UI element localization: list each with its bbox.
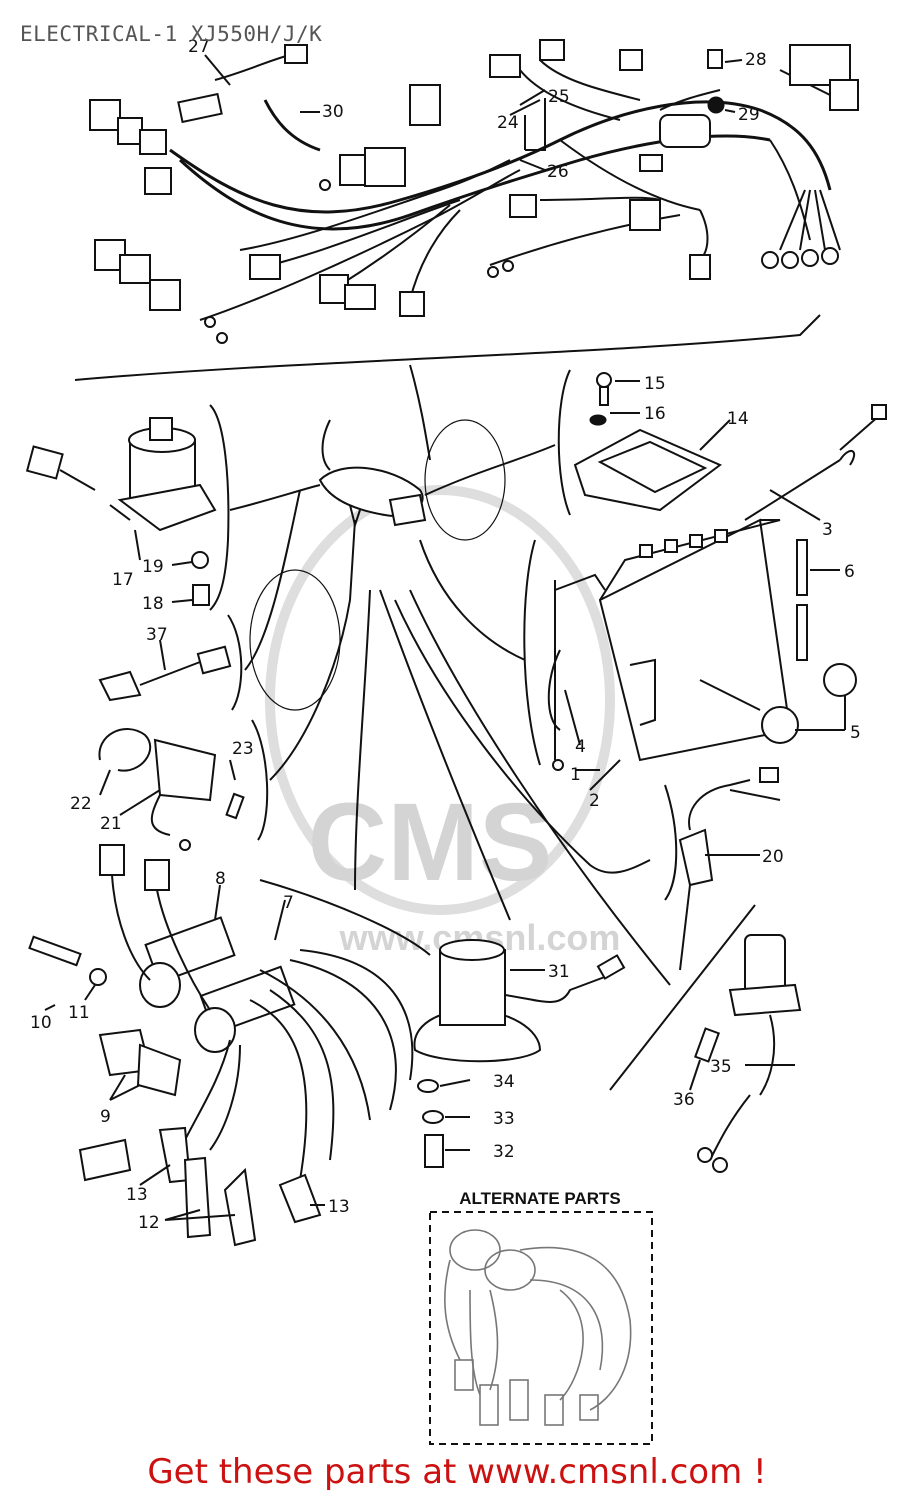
callout-13-left: 13 [126,1185,148,1205]
callout-25: 25 [548,87,570,107]
callout-4: 4 [575,737,586,757]
bracket-17 [209,404,230,611]
page-title: ELECTRICAL-1 XJ550H/J/K [20,22,323,46]
callout-31: 31 [548,962,570,982]
lead-37 [98,645,232,702]
callout-19: 19 [142,557,164,577]
brake-switch-35 [694,934,802,1173]
callout-1: 1 [570,765,581,785]
igniter-unit-14 [573,372,722,512]
bracket-37 [227,614,243,711]
callout-24: 24 [497,113,519,133]
callout-5: 5 [850,723,861,743]
alternate-parts-label: ALTERNATE PARTS [459,1189,621,1208]
harness-bracket [74,314,821,381]
callout-29: 29 [738,105,760,125]
callout-33: 33 [493,1109,515,1129]
callout-34: 34 [493,1072,515,1092]
harness-connectors [89,39,859,344]
watermark-logo-text: CMS [308,781,552,904]
starter-relay-31 [413,939,626,1168]
callout-22: 22 [70,794,92,814]
callout-17: 17 [112,570,134,590]
bracket-21 [251,719,269,841]
handlebar-bundle [229,419,671,986]
sensor-20 [664,767,781,971]
wire-harness [169,54,841,321]
callout-26: 26 [547,162,569,182]
callout-23: 23 [232,739,254,759]
callout-10: 10 [30,1013,52,1033]
callout-9: 9 [100,1107,111,1127]
callout-27: 27 [188,37,210,57]
harness-lead [409,364,431,461]
callout-7: 7 [283,893,294,913]
callout-15: 15 [644,374,666,394]
callout-30: 30 [322,102,344,122]
callout-18: 18 [142,594,164,614]
callout-14: 14 [727,409,749,429]
alternate-parts-panel: ALTERNATE PARTS [429,1189,653,1445]
callout-13-right: 13 [328,1197,350,1217]
callout-6: 6 [844,562,855,582]
callout-3: 3 [822,520,833,540]
watermark: CMS www.cmsnl.com [265,485,620,958]
callout-20: 20 [762,847,784,867]
ignition-coils [28,844,414,1247]
callout-8: 8 [215,869,226,889]
callout-16: 16 [644,404,666,424]
callout-labels: 27 28 30 25 24 29 26 15 16 14 3 6 17 19 … [30,37,861,1233]
callout-11: 11 [68,1003,90,1023]
pickup-coil-21 [98,728,245,851]
main-switch-17 [25,417,217,606]
callout-21: 21 [100,814,122,834]
footer-link[interactable]: Get these parts at www.cmsnl.com ! [147,1452,767,1492]
callout-2: 2 [589,791,600,811]
section-divider [609,904,756,1091]
alternate-parts-frame [429,1211,653,1445]
coil-section-line [259,879,431,956]
callout-35: 35 [710,1057,732,1077]
callout-36: 36 [673,1090,695,1110]
battery-1 [598,404,887,762]
leader-lines [44,54,846,1221]
callout-28: 28 [745,50,767,70]
callout-32: 32 [493,1142,515,1162]
bracket-14 [557,369,571,516]
bracket-battery [523,539,541,766]
callout-37: 37 [146,625,168,645]
callout-12: 12 [138,1213,160,1233]
